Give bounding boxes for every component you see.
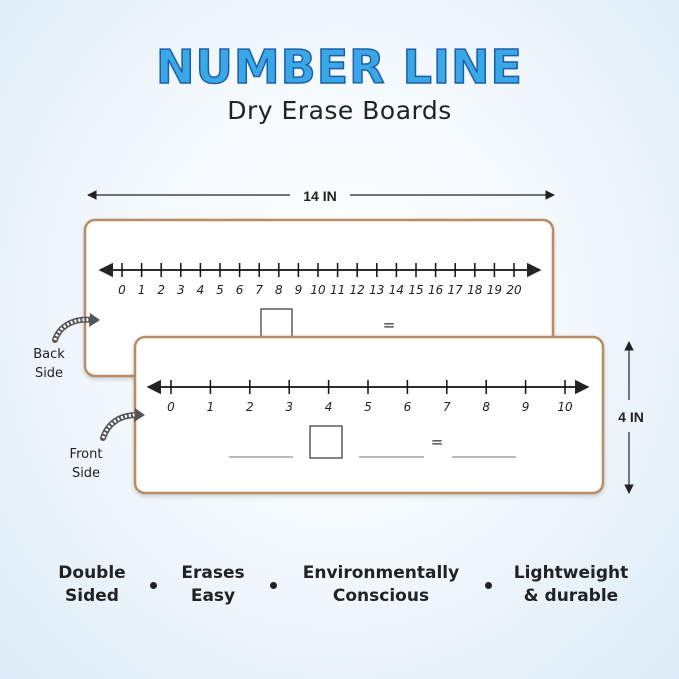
front-answer-box	[309, 425, 343, 459]
product-subtitle: Dry Erase Boards	[227, 96, 452, 125]
bullet-dot	[485, 582, 492, 589]
back-side-arrow-icon	[52, 313, 100, 343]
back-tick-label-3: 3	[177, 283, 185, 297]
back-tick-label-12: 12	[350, 283, 365, 297]
feature-double-sided: Double Sided	[58, 563, 126, 606]
front-tick-label-7: 7	[443, 400, 451, 414]
height-dimension: 4 IN	[618, 341, 644, 494]
front-board: 0 1 2 3 4 5 6 7 8 9 10 =	[133, 335, 605, 495]
front-tick-label-1: 1	[207, 400, 215, 414]
width-label: 14 IN	[303, 188, 336, 204]
bullet-dot	[270, 582, 277, 589]
feature-lightweight-durable: Lightweight & durable	[513, 563, 629, 606]
back-tick-label-8: 8	[275, 283, 283, 297]
back-tick-label-15: 15	[408, 283, 423, 297]
width-dimension: 14 IN	[87, 188, 555, 204]
back-tick-label-18: 18	[467, 283, 483, 297]
back-tick-label-1: 1	[138, 283, 146, 297]
front-tick-group: 0 1 2 3 4 5 6 7 8 9 10	[167, 380, 573, 414]
back-tick-label-5: 5	[216, 283, 224, 297]
back-tick-label-9: 9	[295, 283, 303, 297]
bullet-dot	[150, 582, 157, 589]
height-label: 4 IN	[618, 409, 644, 425]
back-tick-label-7: 7	[255, 283, 263, 297]
back-tick-label-16: 16	[428, 283, 444, 297]
front-equals-sign: =	[431, 433, 444, 451]
front-tick-label-9: 9	[522, 400, 530, 414]
back-tick-label-2: 2	[157, 283, 165, 297]
back-equals-sign: =	[383, 316, 396, 334]
front-tick-label-5: 5	[364, 400, 372, 414]
front-tick-label-10: 10	[557, 400, 573, 414]
back-tick-label-14: 14	[389, 283, 404, 297]
front-tick-label-4: 4	[325, 400, 333, 414]
feature-environmentally-conscious: Environmentally Conscious	[302, 563, 460, 606]
front-tick-label-0: 0	[167, 400, 175, 414]
front-tick-label-8: 8	[482, 400, 490, 414]
product-title: NUMBER LINE	[155, 39, 523, 95]
back-tick-label-11: 11	[330, 283, 345, 297]
back-tick-label-0: 0	[118, 283, 126, 297]
feature-erases-easy: Erases Easy	[181, 563, 245, 606]
front-tick-label-2: 2	[246, 400, 254, 414]
back-tick-label-6: 6	[236, 283, 244, 297]
back-tick-label-13: 13	[369, 283, 384, 297]
back-tick-label-10: 10	[310, 283, 326, 297]
front-side-arrow-icon	[100, 408, 145, 441]
back-tick-label-19: 19	[487, 283, 502, 297]
back-answer-box	[260, 308, 293, 341]
back-tick-label-4: 4	[197, 283, 205, 297]
back-tick-label-20: 20	[506, 283, 522, 297]
front-tick-label-6: 6	[404, 400, 412, 414]
back-tick-label-17: 17	[448, 283, 464, 297]
front-tick-label-3: 3	[285, 400, 293, 414]
